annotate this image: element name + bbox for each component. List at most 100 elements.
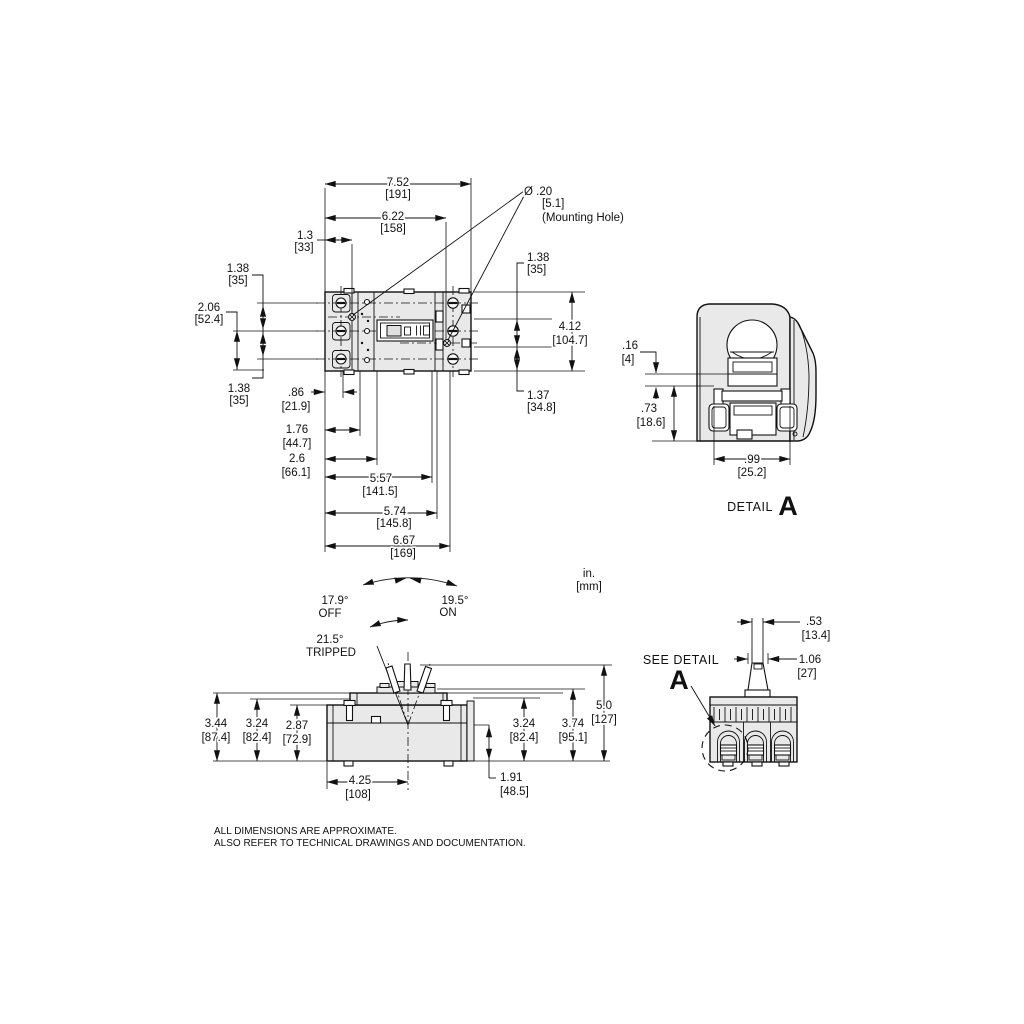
toggle-off xyxy=(385,665,401,694)
dim-base-mm: [27] xyxy=(797,668,816,680)
dim-324r-in: 3.24 xyxy=(513,718,536,730)
dim-edge-hole-mm: [33] xyxy=(294,242,313,254)
end-body xyxy=(709,696,798,767)
detail-leader xyxy=(690,685,716,727)
dim-left-pitch-bottom-mm: [35] xyxy=(229,395,248,407)
angle-off-value: 17.9° xyxy=(322,595,349,607)
dim-edge-strip-mm: [44.7] xyxy=(283,438,312,450)
dim-191-mm: [48.5] xyxy=(500,786,529,798)
callout-mm: [5.1] xyxy=(542,198,564,210)
front-dimensions: 7.52 [191] 6.22 [158] 1.3 [33] Ø .20 [5.… xyxy=(193,175,626,561)
end-dimensions: .53 [13.4] 1.06 [27] xyxy=(734,614,832,682)
end-terminal-bays xyxy=(717,730,794,762)
vent-slots xyxy=(713,707,792,722)
dim-overall-width-mm: [191] xyxy=(385,189,411,201)
dim-right-top-mm: [35] xyxy=(527,264,546,276)
dim-lip-mm: [4] xyxy=(622,354,635,366)
toggle-angle-fan: 17.9° OFF 19.5° ON 21.5° TRIPPED xyxy=(304,577,470,790)
dim-depth-mm: [18.6] xyxy=(637,417,666,429)
dim-span-lower-in: 5.74 xyxy=(384,506,407,518)
toggle-on-center xyxy=(403,663,412,691)
dim-edge-terminal-mm: [21.9] xyxy=(282,401,311,413)
dim-374-mm: [95.1] xyxy=(559,732,588,744)
detail-flange xyxy=(713,388,791,406)
dim-50-mm: [127] xyxy=(591,714,617,726)
dim-lip-in: .16 xyxy=(622,340,638,352)
dim-right-bottom-in: 1.37 xyxy=(527,390,549,402)
dim-425-mm: [108] xyxy=(345,789,371,801)
dim-edge-strip-in: 1.76 xyxy=(286,424,308,436)
dim-344-in: 3.44 xyxy=(205,718,228,730)
end-view: SEE DETAIL A .53 [13.4] 1.06 [27] xyxy=(643,614,832,772)
dim-span-lower-mm: [145.8] xyxy=(376,518,411,530)
dim-287-in: 2.87 xyxy=(286,720,308,732)
footer-notes: ALL DIMENSIONS ARE APPROXIMATE. ALSO REF… xyxy=(214,826,526,849)
dim-left-pitch-top-mm: [35] xyxy=(228,275,247,287)
detail-a-view: .16 [4] .73 [18.6] .99 [25.2] DETAIL A xyxy=(620,303,817,521)
side-view: in. [mm] xyxy=(200,566,619,803)
dim-width-in: .99 xyxy=(744,454,760,466)
detail-label: DETAIL xyxy=(727,500,773,514)
dim-left-pitch-top-in: 1.38 xyxy=(227,263,249,275)
dim-344-mm: [87.4] xyxy=(202,732,231,744)
end-toggle xyxy=(744,618,771,698)
angle-tripped-label: TRIPPED xyxy=(306,647,356,659)
units-in: in. xyxy=(583,568,595,580)
angle-on-label: ON xyxy=(439,607,456,619)
dim-324l-mm: [82.4] xyxy=(243,732,272,744)
dim-base-in: 1.06 xyxy=(799,654,821,666)
dim-stem-mm: [13.4] xyxy=(802,630,831,642)
dim-hole-span-mm: [158] xyxy=(380,223,406,235)
dim-324l-in: 3.24 xyxy=(246,718,269,730)
side-dimensions: 3.44 [87.4] 3.24 [82.4] 2.87 [72.9] 3.24… xyxy=(200,664,618,803)
toggle-on xyxy=(416,665,433,694)
dim-span-terminal-mm: [169] xyxy=(390,548,416,560)
dim-right-top-in: 1.38 xyxy=(527,252,549,264)
front-body-tabs xyxy=(343,287,470,376)
callout-note: (Mounting Hole) xyxy=(542,212,624,224)
dim-depth-in: .73 xyxy=(641,403,657,415)
mounting-holes xyxy=(348,313,451,347)
dim-edge-hole-in: 1.3 xyxy=(297,230,313,242)
dim-width-mm: [25.2] xyxy=(738,467,767,479)
dim-overall-width-in: 7.52 xyxy=(387,177,409,189)
dim-overall-height-in: 4.12 xyxy=(559,321,581,333)
side-housing xyxy=(326,681,475,767)
dim-left-mid-mm: [52.4] xyxy=(195,314,224,326)
detail-letter: A xyxy=(778,491,798,521)
dim-span-upper-in: 5.57 xyxy=(370,473,392,485)
see-detail-label: SEE DETAIL xyxy=(643,653,719,667)
front-view: 7.52 [191] 6.22 [158] 1.3 [33] Ø .20 [5.… xyxy=(193,175,626,561)
dim-50-in: 5.0 xyxy=(596,700,612,712)
dim-left-pitch-bottom-in: 1.38 xyxy=(228,383,250,395)
detail-indicator-circle xyxy=(701,724,749,772)
dim-edge-module-in: 2.6 xyxy=(289,453,305,465)
detail-stem xyxy=(727,357,778,387)
detail-dimensions: .16 [4] .73 [18.6] .99 [25.2] xyxy=(620,338,791,481)
callout-diameter: Ø .20 xyxy=(524,186,552,198)
see-detail-letter: A xyxy=(669,665,689,695)
dim-overall-height-mm: [104.7] xyxy=(552,335,587,347)
left-terminals xyxy=(332,294,351,369)
dim-287-mm: [72.9] xyxy=(283,734,312,746)
dim-374-in: 3.74 xyxy=(562,718,585,730)
dim-right-bottom-mm: [34.8] xyxy=(527,402,556,414)
note-line-2: ALSO REFER TO TECHNICAL DRAWINGS AND DOC… xyxy=(214,838,526,849)
dim-edge-module-mm: [66.1] xyxy=(282,467,311,479)
dim-324r-mm: [82.4] xyxy=(510,732,539,744)
right-terminals xyxy=(447,297,471,365)
units-mm: [mm] xyxy=(576,581,602,593)
strip-details xyxy=(360,298,444,364)
dim-left-mid-in: 2.06 xyxy=(198,302,220,314)
angle-tripped-value: 21.5° xyxy=(317,634,344,646)
dim-hole-span-in: 6.22 xyxy=(382,211,404,223)
dim-span-terminal-in: 6.67 xyxy=(393,535,415,547)
dim-425-in: 4.25 xyxy=(349,775,371,787)
angle-off-label: OFF xyxy=(319,608,342,620)
dim-edge-terminal-in: .86 xyxy=(288,387,304,399)
angle-on-value: 19.5° xyxy=(442,595,469,607)
note-line-1: ALL DIMENSIONS ARE APPROXIMATE. xyxy=(214,826,397,837)
dim-stem-in: .53 xyxy=(806,616,822,628)
